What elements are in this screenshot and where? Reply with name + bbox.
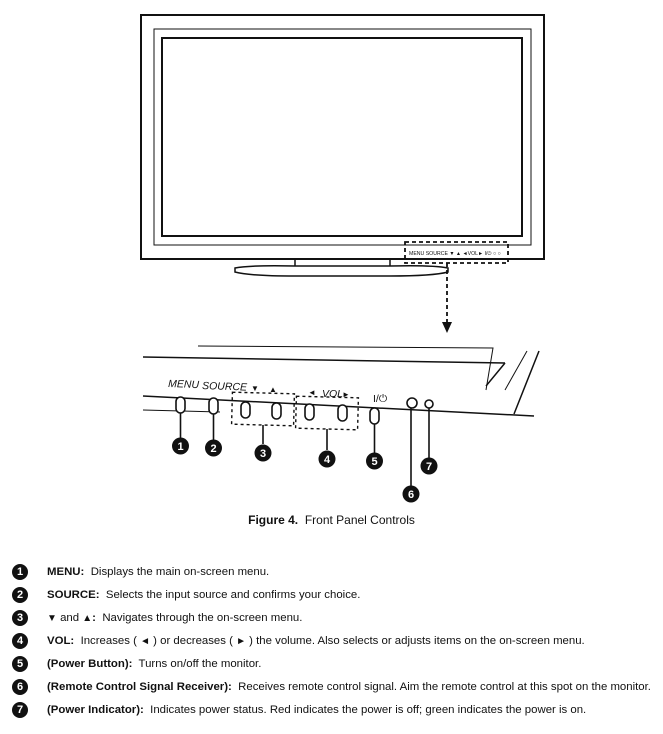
item-desc: Indicates power status. Red indicates th… [150, 704, 587, 716]
vol-up-button [337, 404, 348, 422]
desc-item-power-indicator: 7 (Power Indicator): Indicates power sta… [12, 701, 660, 719]
desc-item-menu: 1 MENU: Displays the main on-screen menu… [12, 563, 660, 581]
vol-right-label: ► [342, 390, 350, 399]
up-button [271, 402, 282, 420]
menu-label: MENU [168, 378, 200, 391]
svg-text:2: 2 [210, 443, 216, 455]
item-desc-c: ) the volume. Also selects or adjusts it… [249, 635, 585, 647]
desc-item-navigation: 3 ▼ and ▲: Navigates through the on-scre… [12, 609, 660, 627]
svg-text:3: 3 [260, 448, 266, 460]
item-term: (Power Indicator): [47, 704, 144, 716]
item-number: 1 [12, 564, 28, 580]
bezel-closeup [142, 345, 540, 417]
item-desc: Selects the input source and confirms yo… [105, 589, 361, 601]
svg-text:5: 5 [371, 456, 377, 468]
item-desc-a: Increases ( [80, 635, 137, 647]
nav-buttons-group [230, 391, 296, 427]
desc-item-volume: 4 VOL: Increases ( ◄ ) or decreases ( ► … [12, 632, 660, 650]
vol-buttons-group [294, 395, 360, 431]
item-term: (Remote Control Signal Receiver): [47, 681, 232, 693]
callout-7: 7 [420, 457, 438, 475]
figure-label: Figure 4. [248, 513, 299, 527]
item-number: 5 [12, 656, 28, 672]
down-arrow-icon: ▼ [47, 613, 57, 624]
svg-text:6: 6 [408, 489, 414, 501]
figure-title: Front Panel Controls [304, 513, 415, 527]
control-area-highlight [404, 241, 509, 264]
down-button [240, 401, 251, 419]
panel-labels: MENU SOURCE ▼ ▲ ◄ VOL ► I/⏻ [168, 378, 388, 405]
up-arrow-icon: ▲ [82, 613, 93, 624]
remote-receiver-sensor [406, 397, 418, 409]
menu-button [175, 396, 186, 414]
item-number: 6 [12, 679, 28, 695]
callout-6: 6 [402, 485, 420, 503]
item-number: 3 [12, 610, 28, 626]
vol-left-label: ◄ [308, 388, 316, 397]
item-desc-b: ) or decreases ( [153, 635, 233, 647]
panel-buttons [175, 396, 434, 425]
down-label: ▼ [251, 384, 259, 393]
figure-caption: Figure 4. Front Panel Controls [0, 513, 663, 527]
item-term: VOL: [47, 635, 75, 647]
svg-text:1: 1 [177, 441, 183, 453]
up-label: ▲ [269, 385, 277, 394]
desc-item-power-button: 5 (Power Button): Turns on/off the monit… [12, 655, 660, 673]
left-arrow-icon: ◄ [140, 636, 150, 647]
leader-lines [179, 408, 430, 486]
svg-text:4: 4 [324, 454, 331, 466]
item-term: MENU: [47, 566, 85, 578]
source-label: SOURCE [202, 380, 248, 394]
item-term: (Power Button): [47, 658, 133, 670]
item-desc: Displays the main on-screen menu. [90, 566, 270, 578]
right-arrow-icon: ► [236, 636, 246, 647]
svg-text:7: 7 [426, 461, 432, 473]
item-desc: Receives remote control signal. Aim the … [238, 681, 651, 693]
item-and: and [60, 612, 80, 624]
vol-down-button [304, 403, 315, 421]
callout-5: 5 [366, 452, 383, 470]
desc-item-source: 2 SOURCE: Selects the input source and c… [12, 586, 660, 604]
monitor-illustration: MENU SOURCE ▼ ▲ ◄VOL► I/⏻ ○ ○ [140, 14, 545, 333]
power-label: I/⏻ [373, 393, 388, 405]
callout-4: 4 [318, 450, 336, 468]
item-desc: Navigates through the on-screen menu. [102, 612, 303, 624]
callout-1: 1 [172, 437, 189, 455]
front-panel-diagram: MENU SOURCE ▼ ▲ ◄VOL► I/⏻ ○ ○ MENU SOURC… [140, 14, 545, 503]
callout-markers: 1 2 3 4 5 6 7 [172, 437, 438, 503]
power-button [369, 407, 380, 425]
item-desc: Turns on/off the monitor. [138, 658, 262, 670]
item-number: 2 [12, 587, 28, 603]
item-colon: : [92, 612, 96, 624]
item-number: 7 [12, 702, 28, 718]
source-button [208, 397, 219, 415]
desc-item-remote-receiver: 6 (Remote Control Signal Receiver): Rece… [12, 678, 660, 696]
vol-label: VOL [322, 388, 343, 400]
pointer-arrow-icon [442, 322, 452, 333]
callout-2: 2 [205, 439, 222, 457]
power-indicator-led [424, 399, 434, 409]
item-term: SOURCE: [47, 589, 100, 601]
item-number: 4 [12, 633, 28, 649]
callout-3: 3 [254, 444, 272, 462]
mini-control-labels: MENU SOURCE ▼ ▲ ◄VOL► I/⏻ ○ ○ [409, 251, 501, 257]
